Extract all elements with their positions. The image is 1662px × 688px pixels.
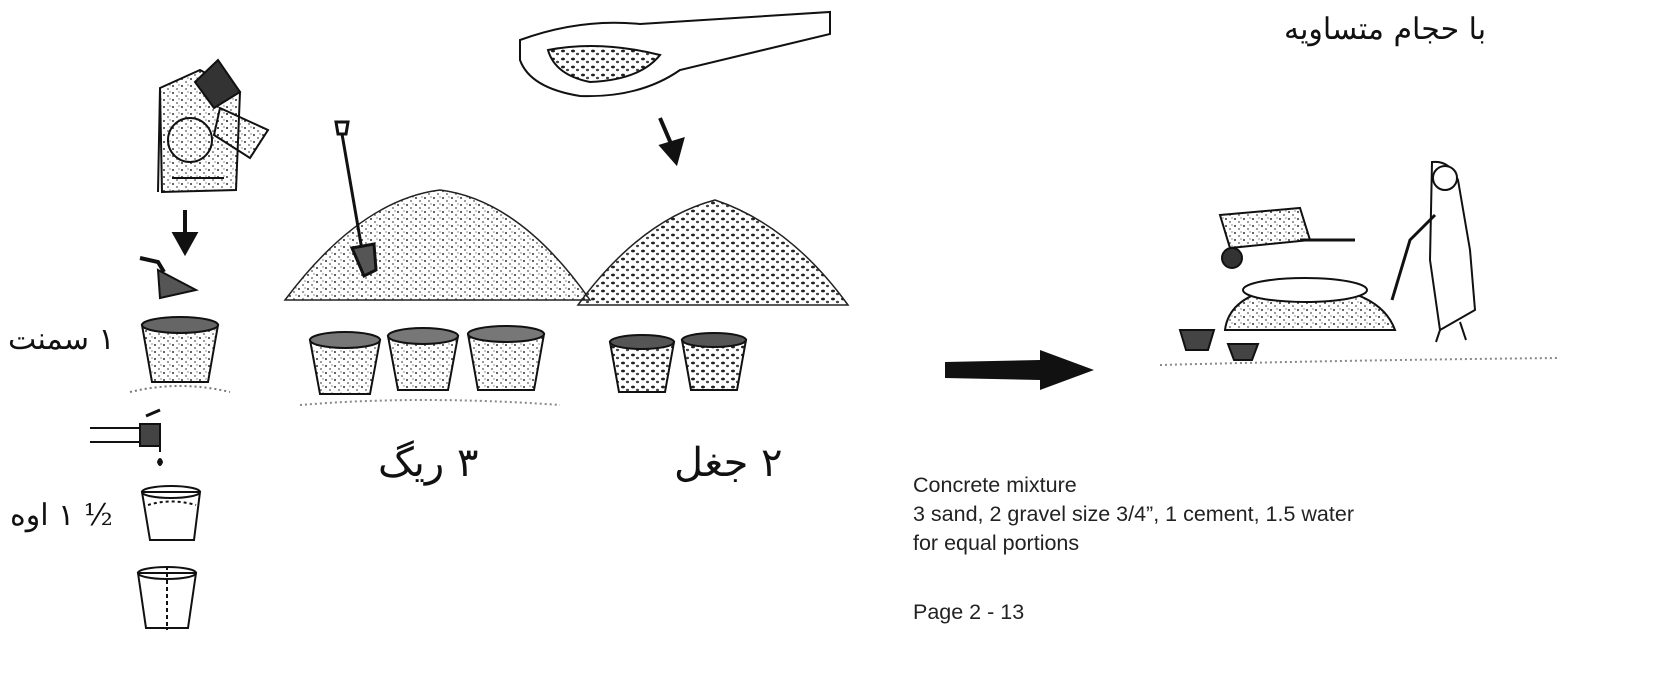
cement-quantity-label: ١ سمنت	[8, 322, 115, 357]
gravel-quantity-label: ٢ جغل	[674, 440, 783, 486]
trowel-icon	[140, 258, 196, 298]
caption-line-1: Concrete mixture	[913, 471, 1354, 500]
sand-quantity-label: ٣ ریگ	[378, 440, 478, 486]
gravel-bucket-icon	[610, 335, 674, 392]
sand-bucket-icon	[388, 328, 458, 390]
arrow-down-icon	[660, 118, 682, 162]
water-half-bucket-icon	[138, 566, 196, 630]
water-tap-icon	[90, 410, 162, 465]
caption-line-2: 3 sand, 2 gravel size 3/4”, 1 cement, 1.…	[913, 500, 1354, 529]
sand-bucket-icon	[468, 326, 544, 390]
arrow-right-icon	[945, 350, 1094, 390]
arrow-down-icon	[175, 210, 195, 252]
mixture-caption: Concrete mixture 3 sand, 2 gravel size 3…	[913, 471, 1354, 558]
cement-bucket-icon	[130, 317, 230, 392]
water-bucket-icon	[142, 486, 200, 540]
mix-title-label: با حجام متساویه	[1284, 12, 1486, 47]
sand-bucket-icon	[310, 332, 380, 394]
cement-bag-icon	[158, 60, 268, 192]
gravel-pile-icon	[578, 200, 848, 305]
water-quantity-label: ½ ١ اوه	[10, 498, 113, 533]
caption-line-3: for equal portions	[913, 529, 1354, 558]
mixing-scene-icon	[1160, 162, 1560, 365]
gravel-bucket-icon	[682, 333, 746, 390]
page-number: Page 2 - 13	[913, 600, 1024, 625]
sand-pile-icon	[285, 190, 590, 300]
hand-with-gravel-icon	[520, 12, 830, 96]
ground-shading	[300, 400, 560, 405]
